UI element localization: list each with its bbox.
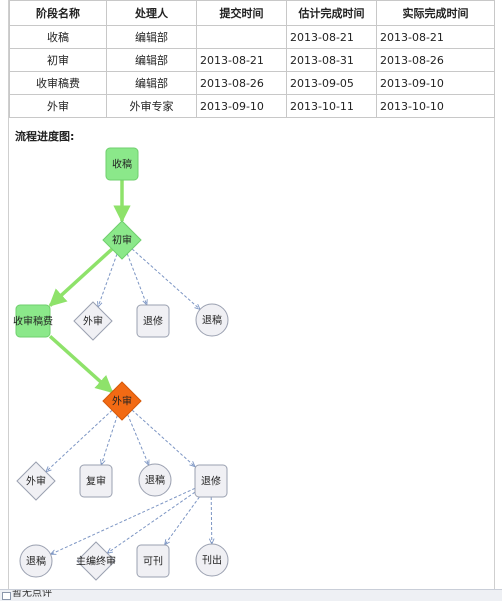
flow-node-label: 复审	[86, 475, 106, 488]
flow-node-shoushengaofei[interactable]: 收审稿费	[13, 304, 53, 338]
flow-node-zhubian-zhongshen[interactable]: 主编终审	[76, 541, 116, 581]
table-row: 收稿 编辑部 2013-08-21 2013-08-21	[9, 25, 495, 49]
stage-table: 阶段名称 处理人 提交时间 估计完成时间 实际完成时间 收稿 编辑部 2013-…	[9, 0, 495, 118]
table-header-row: 阶段名称 处理人 提交时间 估计完成时间 实际完成时间	[9, 0, 495, 26]
flow-edge-tuixiu_2-to-kekan	[165, 496, 200, 545]
table-row: 外审 外审专家 2013-09-10 2013-10-11 2013-10-10	[9, 94, 495, 118]
flow-edge-waishen_current-to-waishen_2	[46, 409, 113, 472]
flow-node-shape	[76, 541, 116, 581]
flow-node-label: 外审	[112, 395, 132, 408]
flow-edge-chushen-to-waishen_1	[98, 253, 118, 307]
flow-edge-chushen-to-shoushengaofei	[48, 247, 114, 307]
flow-node-shape	[136, 304, 170, 338]
flow-edge-waishen_current-to-fushen	[101, 415, 118, 465]
flow-chart-title: 流程进度图:	[15, 130, 75, 143]
left-border	[8, 0, 9, 590]
flow-edge-waishen_current-to-tuigao_2	[127, 414, 149, 465]
flow-node-label: 收稿	[112, 158, 132, 171]
flow-edge-chushen-to-tuixiu_1	[126, 253, 147, 305]
flow-node-label: 退稿	[145, 474, 165, 487]
flow-nodes: 收稿初审收审稿费外审退修退稿外审外审复审退稿退修退稿主编终审可刊刊出	[13, 147, 229, 581]
right-border	[494, 0, 495, 590]
flow-node-shape	[102, 381, 142, 421]
flow-node-shape	[194, 464, 228, 498]
flow-node-shape	[195, 543, 229, 577]
cell-actual-time: 2013-08-21	[376, 25, 495, 49]
cell-submit-time: 2013-09-10	[196, 94, 287, 118]
cell-stage-name: 收审稿费	[9, 71, 107, 95]
flow-node-shape	[138, 463, 172, 497]
cell-submit-time: 2013-08-26	[196, 71, 287, 95]
cell-submit-time	[196, 25, 287, 49]
status-text: 暂无点评	[12, 589, 52, 599]
flow-node-label: 外审	[26, 475, 46, 488]
flow-edge-tuixiu_2-to-kanchu	[211, 496, 212, 544]
flow-node-fushen[interactable]: 复审	[79, 464, 113, 498]
flow-node-shape	[19, 544, 53, 578]
cell-estimated-time: 2013-08-31	[286, 48, 377, 72]
cell-actual-time: 2013-09-10	[376, 71, 495, 95]
flow-node-label: 刊出	[202, 554, 222, 567]
table-row: 初审 编辑部 2013-08-21 2013-08-31 2013-08-26	[9, 48, 495, 72]
flow-node-label: 退稿	[202, 314, 222, 327]
flow-node-shape	[79, 464, 113, 498]
flow-node-tuigao-1[interactable]: 退稿	[195, 303, 229, 337]
cell-handler: 编辑部	[106, 48, 197, 72]
col-header-estimated-time: 估计完成时间	[286, 0, 377, 26]
cell-handler: 编辑部	[106, 25, 197, 49]
flow-node-label: 可刊	[143, 556, 163, 568]
cell-stage-name: 外审	[9, 94, 107, 118]
cell-actual-time: 2013-10-10	[376, 94, 495, 118]
flow-node-waishen-2[interactable]: 外审	[16, 461, 56, 501]
col-header-submit-time: 提交时间	[196, 0, 287, 26]
cell-stage-name: 收稿	[9, 25, 107, 49]
flow-node-shougao[interactable]: 收稿	[105, 147, 139, 181]
flow-node-shape	[102, 220, 142, 260]
flow-node-shape	[16, 461, 56, 501]
flow-node-tuixiu-1[interactable]: 退修	[136, 304, 170, 338]
flow-edge-tuixiu_2-to-tuigao_3	[51, 487, 196, 554]
comment-icon	[2, 592, 11, 600]
cell-handler: 外审专家	[106, 94, 197, 118]
flow-edge-tuixiu_2-to-zhubian_zhongshen	[107, 491, 196, 553]
flow-edges	[46, 180, 212, 554]
flow-node-tuigao-3[interactable]: 退稿	[19, 544, 53, 578]
cell-actual-time: 2013-08-26	[376, 48, 495, 72]
col-header-actual-time: 实际完成时间	[376, 0, 495, 26]
flow-node-shape	[15, 304, 51, 338]
flow-node-label: 外审	[83, 315, 103, 328]
flow-node-shape	[195, 303, 229, 337]
flow-node-tuixiu-2[interactable]: 退修	[194, 464, 228, 498]
cell-estimated-time: 2013-08-21	[286, 25, 377, 49]
flow-node-label: 主编终审	[76, 555, 116, 568]
table-row: 收审稿费 编辑部 2013-08-26 2013-09-05 2013-09-1…	[9, 71, 495, 95]
flow-node-label: 退稿	[26, 555, 46, 568]
flow-node-label: 初审	[112, 234, 132, 247]
flow-node-chushen[interactable]: 初审	[102, 220, 142, 260]
flow-node-label: 退修	[201, 475, 221, 488]
flow-node-shape	[136, 544, 170, 578]
flow-node-waishen-1[interactable]: 外审	[73, 301, 113, 341]
flow-node-label: 退修	[143, 315, 163, 328]
flow-edge-chushen-to-tuigao_1	[131, 248, 200, 309]
flow-node-kanchu[interactable]: 刊出	[195, 543, 229, 577]
flow-node-label: 收审稿费	[13, 315, 53, 328]
flow-node-shape	[73, 301, 113, 341]
flow-edge-waishen_current-to-tuixiu_2	[131, 409, 195, 467]
flow-node-tuigao-2[interactable]: 退稿	[138, 463, 172, 497]
flow-node-shape	[105, 147, 139, 181]
status-bar: 暂无点评	[0, 589, 502, 601]
cell-submit-time: 2013-08-21	[196, 48, 287, 72]
flow-node-waishen-current[interactable]: 外审	[102, 381, 142, 421]
flow-edge-shoushengaofei-to-waishen_current	[48, 334, 114, 394]
flow-node-kekan[interactable]: 可刊	[136, 544, 170, 578]
